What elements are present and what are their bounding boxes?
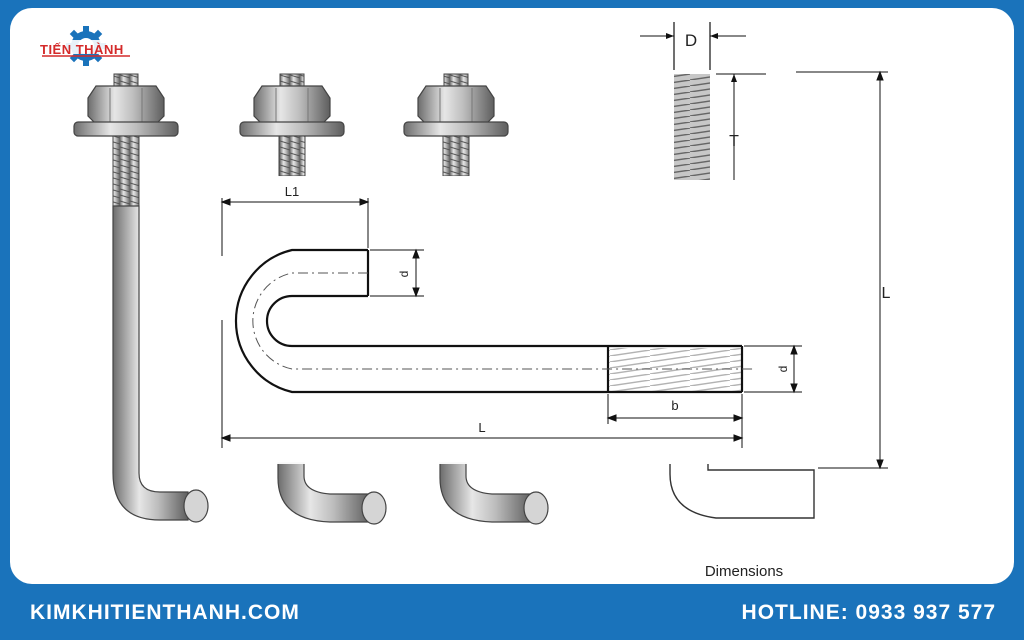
drawing-panel <box>210 176 810 464</box>
l-bolt-long <box>73 73 209 523</box>
logo-text: TIẾN THÀNH <box>40 42 124 57</box>
l-bolt-short-2 <box>403 73 549 525</box>
label-l1: L1 <box>285 184 299 199</box>
label-l-side: L <box>882 285 891 302</box>
label-d-hook: d <box>397 271 411 278</box>
l-bolt-short-1 <box>239 73 387 525</box>
label-d-top: D <box>685 31 697 50</box>
dimension-l-total <box>220 320 744 448</box>
center-line <box>252 272 756 370</box>
content-card: TIẾN THÀNH <box>10 8 1014 584</box>
label-b: b <box>671 398 678 413</box>
label-l-total: L <box>478 420 485 435</box>
side-view-hook <box>669 464 815 519</box>
gear-icon <box>38 26 134 66</box>
side-view-rod <box>640 22 766 180</box>
dimension-d-shaft <box>744 344 802 394</box>
caption-dimensions: Dimensions <box>705 563 783 580</box>
hotline-text: HOTLINE: 0933 937 577 <box>741 601 996 624</box>
label-t: T <box>729 133 739 150</box>
website-link[interactable]: KIMKHITIENTHANH.COM <box>30 601 300 624</box>
anchor-bolt-drawing: L1 d d <box>73 22 891 580</box>
dimension-b <box>606 394 744 448</box>
dimension-d-hook <box>370 248 424 298</box>
footer-bar: KIMKHITIENTHANH.COM HOTLINE: 0933 937 57… <box>0 584 1024 640</box>
brand-logo: TIẾN THÀNH <box>36 24 136 70</box>
dimension-l-side <box>796 70 888 470</box>
dimension-l1 <box>220 198 370 256</box>
thread-hatch <box>609 348 741 391</box>
label-d-shaft: d <box>776 366 790 373</box>
